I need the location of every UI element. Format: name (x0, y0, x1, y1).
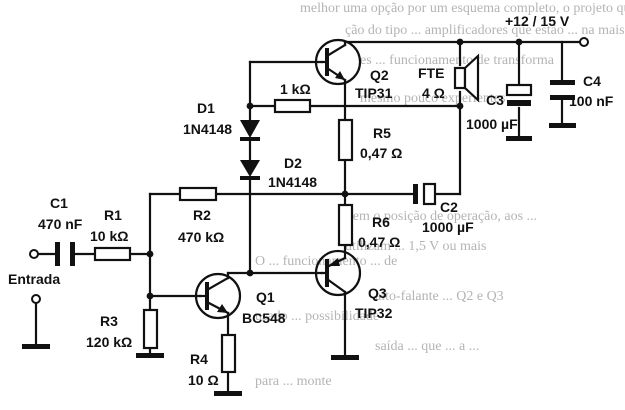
r3-label: R3 (100, 313, 118, 329)
q3-part: TIP32 (355, 305, 393, 321)
transistor-q1: Q1 BC548 (194, 272, 286, 326)
c3-label: C3 (486, 92, 504, 108)
bg-line-5: Sem o posição de operação, aos ... (345, 209, 537, 224)
c3-value: 1000 µF (466, 116, 518, 132)
capacitor-c1: C1 470 nF (38, 195, 83, 266)
bg-line-10: usado ... possibilidade (255, 309, 379, 324)
bg-line-7: alto-falante ... Q2 e Q3 (375, 289, 504, 304)
bg-line-3: es ... funcionamento de transforma (360, 53, 555, 68)
input-label: Entrada (8, 271, 60, 287)
input-terminals: Entrada (8, 249, 60, 349)
r2-label: R2 (193, 207, 211, 223)
bg-line-2: ção do tipo ... amplificadores que estão… (345, 23, 625, 38)
bg-line-8: saída ... que ... a ... (375, 339, 479, 354)
supply-label: +12 / 15 V (505, 13, 570, 29)
diode-d1: D1 1N4148 (183, 100, 260, 141)
capacitor-c2: C2 1000 µF (413, 182, 474, 235)
ground-c4 (549, 123, 576, 128)
fte-label: FTE (418, 65, 444, 81)
c2-label: C2 (440, 199, 458, 215)
c4-value: 100 nF (569, 93, 614, 109)
d2-part: 1N4148 (268, 174, 317, 190)
resistor-1k: 1 kΩ (273, 81, 312, 114)
capacitor-c3: C3 1000 µF (466, 83, 533, 141)
supply-terminal: +12 / 15 V (505, 13, 589, 47)
c1-label: C1 (50, 195, 68, 211)
resistor-r5: R5 0,47 Ω (337, 118, 402, 162)
r2-value: 470 kΩ (178, 229, 224, 245)
c2-value: 1000 µF (422, 219, 474, 235)
ground-q3 (331, 355, 359, 360)
q2-part: TIP31 (355, 85, 393, 101)
ground-r3 (136, 353, 164, 358)
capacitor-c4: C4 100 nF (549, 73, 614, 128)
r6-label: R6 (372, 214, 390, 230)
r5-value: 0,47 Ω (360, 145, 402, 161)
r6-value: 0,47 Ω (358, 234, 400, 250)
bg-line-11: para ... monte (255, 374, 332, 389)
q1-part: BC548 (242, 310, 286, 326)
diode-d2: D2 1N4148 (240, 155, 317, 190)
transistor-q3: Q3 TIP32 (314, 249, 393, 321)
r1-label: R1 (104, 207, 122, 223)
wires (34, 40, 582, 395)
speaker-fte: FTE 4 Ω (418, 53, 480, 103)
bg-line-4: mesmo pouco experientes (360, 91, 505, 106)
ground-r4 (214, 391, 242, 396)
r4-label: R4 (190, 351, 208, 367)
transistor-q2: Q2 TIP31 (314, 38, 393, 101)
r3-value: 120 kΩ (86, 334, 132, 350)
d1-part: 1N4148 (183, 121, 232, 137)
q2-label: Q2 (370, 67, 389, 83)
c1-value: 470 nF (38, 216, 83, 232)
resistor-r6: R6 0,47 Ω (337, 203, 400, 250)
ground-input (22, 344, 50, 349)
resistor-r1: R1 10 kΩ (90, 207, 132, 262)
r1-value: 10 kΩ (90, 228, 128, 244)
resistor-r3: R3 120 kΩ (86, 308, 164, 358)
bg-line-6: utilizam ... 1,5 V ou mais (345, 239, 486, 254)
ground-c3 (506, 136, 532, 141)
r5-label: R5 (373, 125, 391, 141)
resistor-r2: R2 470 kΩ (178, 186, 224, 245)
junctions (146, 38, 523, 300)
c4-label: C4 (583, 73, 601, 89)
d1-label: D1 (197, 100, 215, 116)
resistor-r4: R4 10 Ω (188, 333, 242, 396)
rtop-value: 1 kΩ (280, 81, 311, 97)
fte-value: 4 Ω (422, 85, 445, 101)
q1-label: Q1 (256, 289, 275, 305)
q3-label: Q3 (368, 285, 387, 301)
r4-value: 10 Ω (188, 372, 219, 388)
d2-label: D2 (284, 155, 302, 171)
bg-line-1: melhor uma opção por um esquema completo… (300, 1, 625, 16)
